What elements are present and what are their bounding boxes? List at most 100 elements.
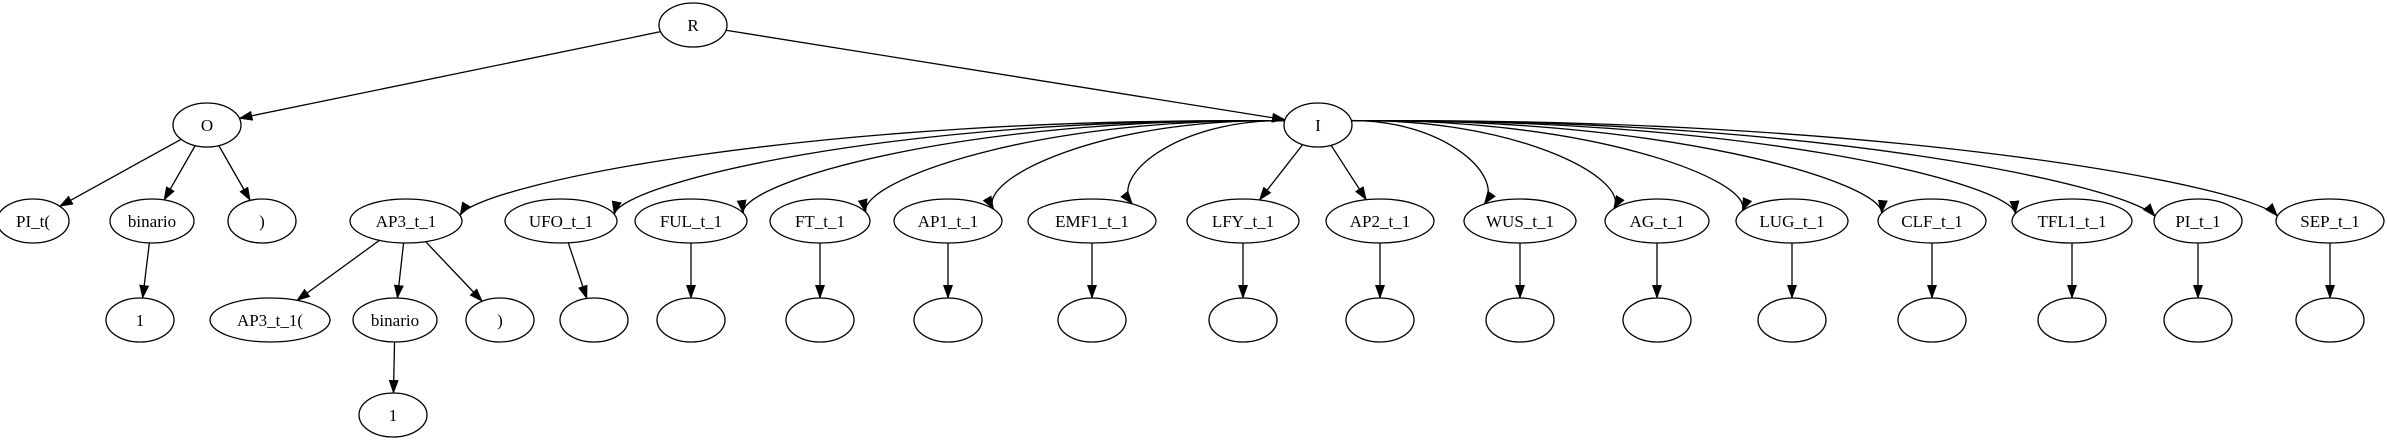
- node-label: ): [259, 212, 265, 231]
- node-ellipse: [2037, 297, 2107, 343]
- node-clf: CLF_t_1: [1877, 198, 1987, 244]
- node-lfy: LFY_t_1: [1186, 198, 1300, 244]
- node-label: TFL1_t_1: [2038, 212, 2107, 231]
- node-ap3: AP3_t_1: [349, 198, 463, 244]
- node-I: I: [1283, 102, 1353, 148]
- node-ellipse: [1186, 198, 1300, 244]
- edge-I-to-lfy: [1258, 144, 1304, 201]
- node-wus: WUS_t_1: [1463, 198, 1577, 244]
- node-ellipse: [634, 198, 748, 244]
- node-ellipse: [1897, 297, 1967, 343]
- node-ellipse: [105, 297, 175, 343]
- node-label: O: [201, 116, 213, 135]
- node-R: R: [658, 2, 728, 48]
- node-ellipse: [109, 198, 195, 244]
- node-ellipse: [1345, 297, 1415, 343]
- edge-I-to-tfl1: [1338, 119, 2020, 215]
- node-ap3-one: 1: [358, 392, 428, 438]
- node-label: FUL_t_1: [660, 212, 722, 231]
- node-emf1: EMF1_t_1: [1027, 198, 1157, 244]
- node-ellipse: [1027, 198, 1157, 244]
- node-label: 1: [389, 406, 398, 425]
- edge-O-to-pi_open: [58, 138, 182, 207]
- node-ellipse: [2153, 198, 2243, 244]
- node-label: AP3_t_1: [376, 212, 436, 231]
- edge-R-to-I: [725, 29, 1286, 123]
- node-ellipse: [1208, 297, 1278, 343]
- node-ellipse: [0, 198, 70, 244]
- node-ellipse: [1325, 198, 1435, 244]
- node-label: AP2_t_1: [1350, 212, 1410, 231]
- edge-I-to-lug: [1338, 119, 1753, 212]
- node-sep-leaf: [2295, 297, 2365, 343]
- edge-R-to-O: [238, 31, 661, 121]
- edge-I-to-ap3: [459, 120, 1298, 217]
- node-ufo-leaf: [559, 297, 629, 343]
- node-ellipse: [1735, 198, 1849, 244]
- node-o-close: ): [227, 198, 297, 244]
- node-wus-leaf: [1485, 297, 1555, 343]
- edge-ufo-to-ufo_leaf: [567, 242, 588, 300]
- node-ellipse: [227, 198, 297, 244]
- node-label: UFO_t_1: [529, 212, 593, 231]
- node-ag: AG_t_1: [1604, 198, 1710, 244]
- node-ft: FT_t_1: [769, 198, 871, 244]
- node-ellipse: [1463, 198, 1577, 244]
- node-label: LFY_t_1: [1212, 212, 1274, 231]
- edge-ap3-to-ap3_close: [425, 241, 483, 302]
- edge-I-to-ft: [857, 119, 1298, 214]
- node-pi: PI_t_1: [2153, 198, 2243, 244]
- node-label: FT_t_1: [795, 212, 845, 231]
- node-lug-leaf: [1757, 297, 1827, 343]
- node-ellipse: [1057, 297, 1127, 343]
- node-label: binario: [371, 311, 419, 330]
- node-label: AP3_t_1(: [237, 311, 303, 330]
- node-ellipse: [1485, 297, 1555, 343]
- node-ellipse: [2275, 198, 2385, 244]
- node-clf-leaf: [1897, 297, 1967, 343]
- node-ful: FUL_t_1: [634, 198, 748, 244]
- node-label: binario: [128, 212, 176, 231]
- node-ag-leaf: [1622, 297, 1692, 343]
- node-pi-leaf: [2163, 297, 2233, 343]
- node-ellipse: [1283, 102, 1353, 148]
- node-ellipse: [209, 297, 331, 343]
- edge-I-to-clf: [1338, 119, 1888, 215]
- node-label: EMF1_t_1: [1055, 212, 1129, 231]
- node-ap2: AP2_t_1: [1325, 198, 1435, 244]
- edge-I-to-sep: [1338, 120, 2279, 217]
- node-label: ): [497, 311, 503, 330]
- node-ap3-open: AP3_t_1(: [209, 297, 331, 343]
- node-o-binario: binario: [109, 198, 195, 244]
- node-label: AG_t_1: [1630, 212, 1685, 231]
- edge-I-to-ap1: [982, 119, 1298, 211]
- edge-ap3-to-ap3_binario: [393, 242, 405, 300]
- node-ap3-binario: binario: [352, 297, 438, 343]
- edge-I-to-pi: [1338, 120, 2156, 218]
- node-ellipse: [358, 392, 428, 438]
- node-ellipse: [349, 198, 463, 244]
- node-ellipse: [172, 102, 242, 148]
- node-label: I: [1315, 116, 1321, 135]
- node-label: R: [687, 16, 699, 35]
- node-o-one: 1: [105, 297, 175, 343]
- node-ellipse: [658, 2, 728, 48]
- node-ellipse: [559, 297, 629, 343]
- node-ellipse: [2011, 198, 2133, 244]
- edges-layer: [58, 29, 2335, 395]
- node-ellipse: [1877, 198, 1987, 244]
- edge-I-to-ufo: [611, 119, 1298, 216]
- node-emf1-leaf: [1057, 297, 1127, 343]
- edge-I-to-emf1: [1120, 119, 1298, 205]
- node-pi-open: PI_t(: [0, 198, 70, 244]
- node-ellipse: [2295, 297, 2365, 343]
- node-label: CLF_t_1: [1901, 212, 1962, 231]
- edge-I-to-wus: [1338, 119, 1496, 205]
- node-label: SEP_t_1: [2300, 212, 2360, 231]
- node-ellipse: [656, 297, 726, 343]
- node-ellipse: [769, 198, 871, 244]
- edge-O-to-o_close: [218, 145, 251, 202]
- node-ellipse: [352, 297, 438, 343]
